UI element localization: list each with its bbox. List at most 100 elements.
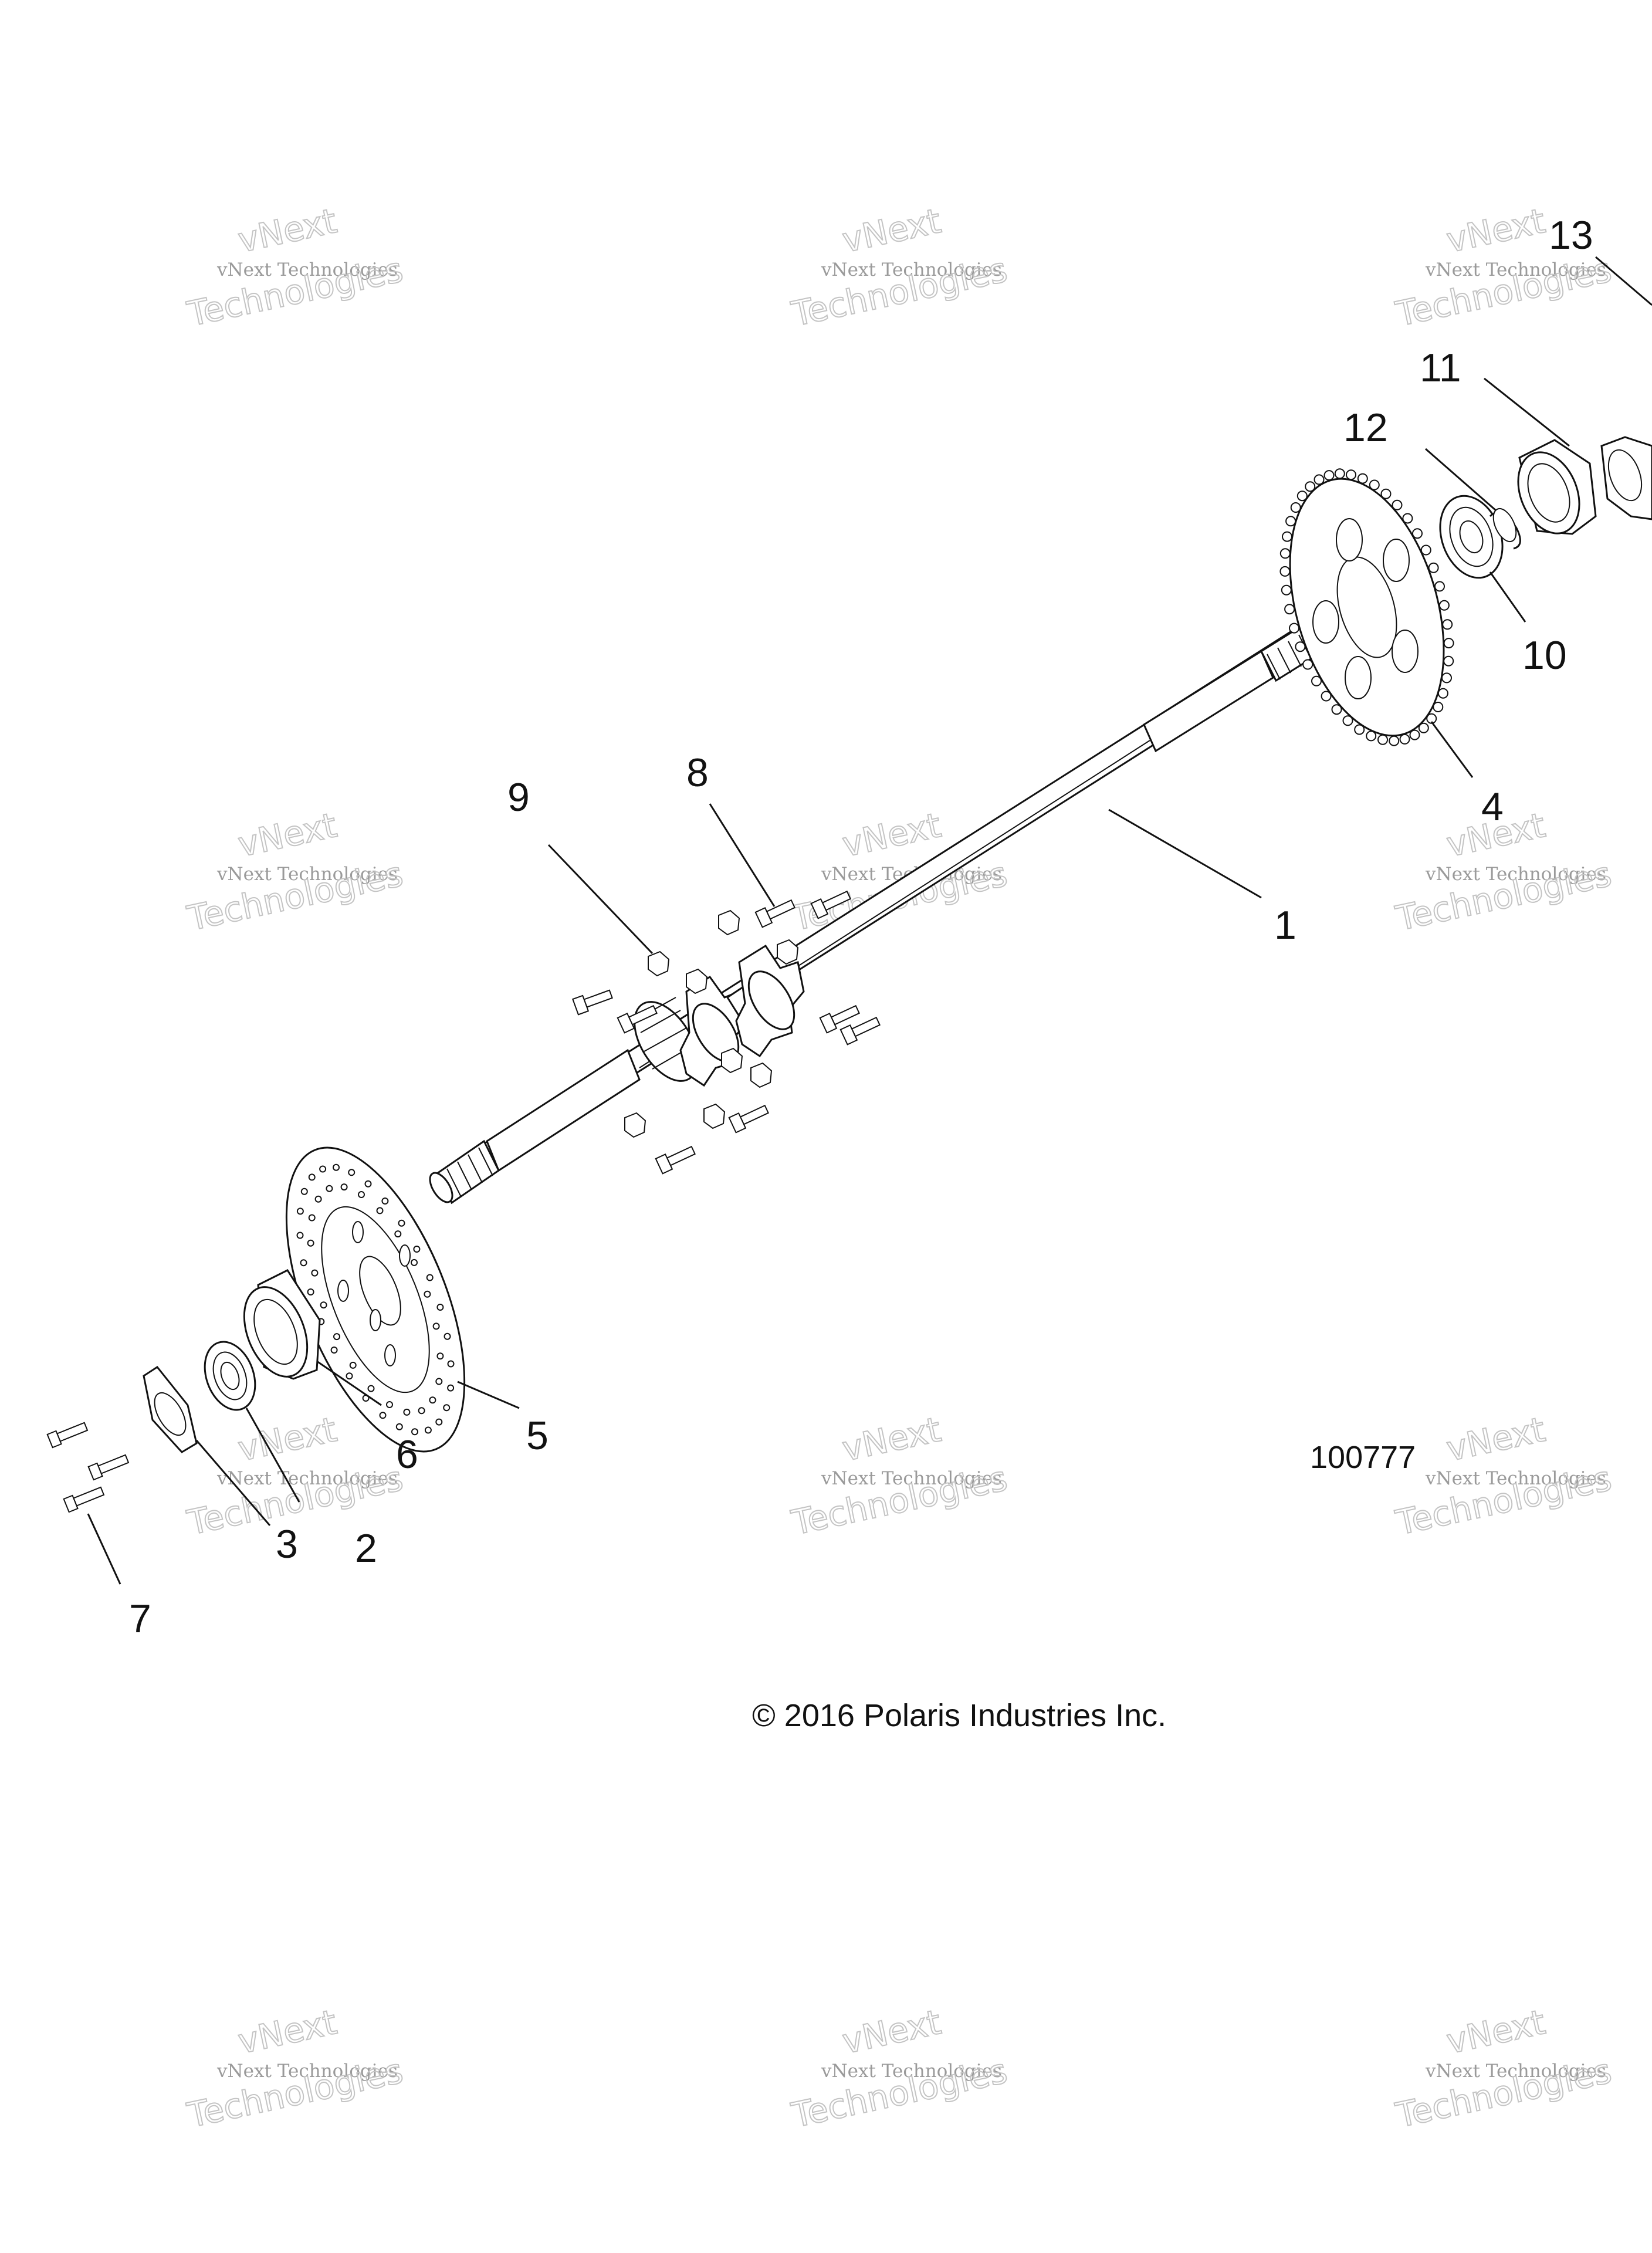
watermark-line-1: vNext [1443,2002,1549,2062]
disc-hole [432,1322,440,1330]
watermark-line-2: vNext Technologies [1425,2061,1606,2082]
sprocket-tooth [1377,734,1388,745]
disc-hole [311,1269,319,1277]
disc-hole [413,1246,421,1253]
sprocket-tooth [1285,516,1296,527]
sprocket-tooth [1331,704,1342,715]
disc-hole [346,1372,353,1380]
callout-12: 12 [1343,405,1388,450]
disc-hole [308,1214,316,1222]
sprocket-tooth [1342,715,1353,726]
sprocket-tooth [1289,623,1299,634]
callout-4: 4 [1481,784,1504,829]
callout-13: 13 [1549,213,1593,258]
sprocket-tooth [1389,735,1400,746]
watermark-line-1: vNext [235,201,340,261]
watermark-line-2: vNext Technologies [1425,259,1606,280]
disc-hole [424,1290,431,1298]
callout-labels: 1 2 3 4 5 6 7 8 9 10 11 12 13 [129,213,1593,1641]
disc-hole [333,1163,340,1171]
disc-hole [436,1352,444,1360]
sprocket-tooth [1346,469,1356,481]
watermark-line-1: vNext [235,1409,340,1469]
disc-hole [386,1401,393,1408]
sprocket-tooth [1442,619,1453,630]
sprocket-tooth [1296,490,1308,502]
callout-6: 6 [396,1432,418,1477]
sprocket-tooth [1426,713,1437,724]
sprocket-tooth [1357,473,1368,484]
sprocket-tooth [1305,481,1316,492]
callout-5: 5 [526,1413,549,1458]
bearing-housing-right [1517,439,1597,535]
disc-hole [348,1169,356,1176]
sprocket-tooth [1284,604,1295,615]
sprocket-tooth [1380,488,1392,499]
sprocket-tooth [1420,544,1431,556]
sprocket-tooth [1354,724,1365,735]
snap-ring [1489,508,1521,550]
leader-lines [87,256,1652,1585]
watermark-line-2: vNext Technologies [216,864,398,885]
watermark-line-2: vNext Technologies [216,2061,398,2082]
sprocket-tooth [1366,730,1377,742]
sprocket-tooth [1434,581,1445,592]
disc-hole [367,1385,375,1392]
hub-flanges [634,944,805,1087]
bearing-plate-right [1600,436,1652,520]
watermark-line-1: vNext [839,805,945,865]
sprocket-tooth [1295,641,1306,652]
disc-hole [308,1173,316,1181]
sprocket-tooth [1279,566,1291,577]
callout-1: 1 [1274,903,1296,948]
disc-hole [395,1423,403,1430]
sprocket-tooth [1402,513,1413,524]
callout-10: 10 [1522,633,1567,678]
sprocket-tooth [1443,638,1454,649]
disc-hole [424,1426,432,1434]
sprocket-tooth [1279,548,1291,559]
disc-hole [330,1347,338,1354]
sprocket-tooth [1323,470,1335,481]
sprocket-tooth [1314,474,1325,485]
sprocket-tooth [1437,688,1448,699]
disc-hole [429,1396,436,1404]
sprocket-tooth [1418,722,1429,733]
disc-hole [426,1274,434,1281]
sprocket-tooth [1281,584,1292,596]
disc-hole [300,1188,308,1195]
bearing-housing-left [243,1269,321,1380]
disc-hole [358,1191,365,1198]
bearing-plate-left [143,1365,198,1453]
disc-hole [314,1195,322,1203]
disc-hole [333,1333,340,1341]
disc-hole [349,1361,357,1369]
sprocket [1279,468,1454,746]
disc-hole [411,1428,418,1436]
sprocket-tooth [1412,528,1423,539]
sprocket-tooth [1311,675,1322,686]
copyright-notice: © 2016 Polaris Industries Inc. [752,1698,1166,1733]
sprocket-tooth [1290,502,1301,513]
sprocket-tooth [1433,702,1444,712]
disc-hole [398,1219,405,1227]
sprocket-tooth [1409,729,1420,740]
watermark-line-2: vNext Technologies [821,259,1002,280]
hub-bolts [572,890,881,1175]
disc-hole [447,1384,455,1392]
disc-hole [444,1332,451,1340]
sprocket-tooth [1428,562,1439,573]
axle-shaft [429,611,1330,1205]
disc-hole [443,1404,451,1412]
disc-hole [411,1259,418,1266]
sprocket-tooth [1443,655,1454,667]
callout-9: 9 [507,775,530,820]
